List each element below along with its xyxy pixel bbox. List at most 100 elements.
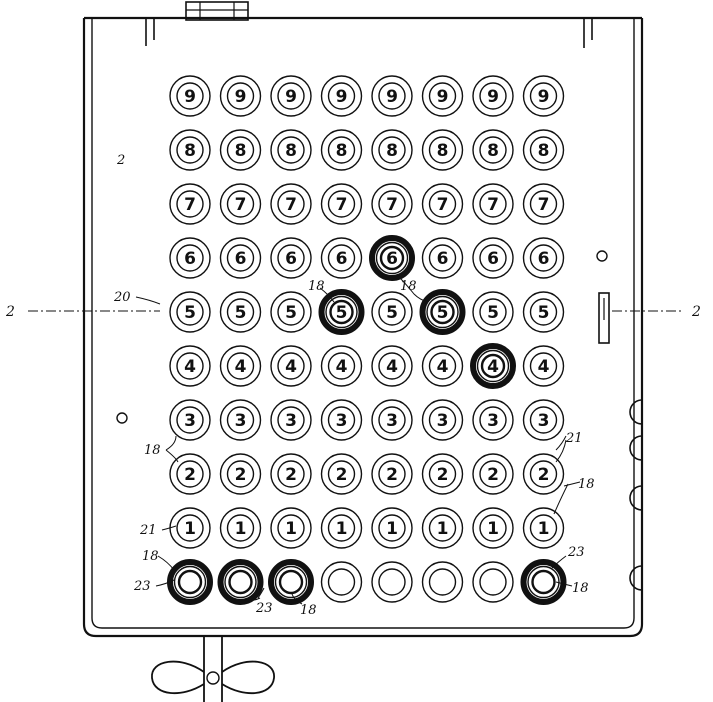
key-cap (327, 460, 356, 488)
key-digit: 6 (184, 249, 196, 269)
key-depressed-ring (325, 295, 358, 329)
key-cap (378, 136, 406, 164)
key-5-col-1: 5 (169, 291, 211, 333)
blank-key-col-1 (167, 559, 213, 605)
key-ref-label-d: 18 (578, 477, 595, 492)
key-digit: 9 (184, 87, 196, 107)
key-digit: 6 (487, 249, 499, 269)
key-outer-ring (320, 237, 363, 279)
key-outer-ring (472, 399, 514, 441)
section-left-label: 2 (5, 304, 15, 320)
key-1-col-2: 1 (219, 507, 262, 549)
key-2-col-4: 2 (320, 453, 363, 495)
key-digit: 3 (386, 411, 398, 431)
key-outer-ring (169, 183, 211, 225)
key-digit: 4 (437, 357, 449, 377)
key-cap (277, 514, 305, 542)
blank-key-col-8 (520, 559, 567, 605)
key-cap (226, 460, 255, 488)
key-outer-ring (421, 237, 464, 279)
ring-bezel-label-b: 23 (255, 601, 273, 616)
key-outer-ring (371, 75, 413, 117)
key-cap (529, 82, 558, 110)
ring-ref-label-b: 21 (139, 523, 157, 538)
key-outer-ring (421, 561, 464, 603)
key-cap (378, 82, 406, 110)
key-3-col-8: 3 (522, 399, 565, 441)
key-ref-label-a: 18 (308, 279, 325, 294)
key-cap (278, 569, 304, 595)
key-outer-ring (522, 345, 565, 387)
key-outer-ring (472, 75, 514, 117)
key-cap (428, 82, 457, 110)
key-outer-ring (169, 237, 211, 279)
key-outer-ring (522, 237, 565, 279)
key-7-col-6: 7 (421, 183, 464, 225)
key-outer-ring (421, 129, 464, 171)
key-digit: 3 (184, 411, 196, 431)
key-cap (529, 298, 558, 326)
key-digit: 5 (437, 303, 449, 323)
key-3-col-2: 3 (219, 399, 262, 441)
key-outer-ring (270, 129, 312, 171)
key-outer-ring (472, 183, 514, 225)
key-outer-ring (371, 129, 413, 171)
key-cap (378, 568, 406, 596)
key-cap (378, 190, 406, 218)
key-digit: 2 (336, 465, 348, 485)
key-outer-ring (472, 237, 514, 279)
key-9-col-1: 9 (169, 75, 211, 117)
key-3-col-1: 3 (169, 399, 211, 441)
key-8-col-2: 8 (219, 129, 262, 171)
key-digit: 8 (336, 141, 348, 161)
key-cap (277, 244, 305, 272)
key-8-col-8: 8 (522, 129, 565, 171)
key-outer-ring (421, 453, 464, 495)
key-5-col-5: 5 (371, 291, 413, 333)
key-depressed-ring (426, 295, 459, 329)
key-digit: 3 (285, 411, 297, 431)
side-slot (598, 292, 610, 344)
key-cap (327, 352, 356, 380)
key-cap (430, 299, 455, 325)
key-cap (529, 190, 558, 218)
key-3-col-5: 3 (371, 399, 413, 441)
key-5-col-2: 5 (219, 291, 262, 333)
key-outer-ring (522, 129, 565, 171)
key-outer-ring (270, 453, 312, 495)
key-6-col-3: 6 (270, 237, 312, 279)
key-outer-ring (520, 559, 567, 605)
key-2-col-2: 2 (219, 453, 262, 495)
key-cap (378, 298, 406, 326)
key-depressed-ring (476, 349, 510, 383)
blank-key-col-6 (421, 561, 464, 603)
key-cap (176, 136, 204, 164)
key-digit: 7 (184, 195, 196, 215)
key-cap (226, 406, 255, 434)
blank-key-col-2 (217, 559, 264, 605)
key-cap (277, 82, 305, 110)
key-outer-ring (320, 75, 363, 117)
top-clip (185, 1, 249, 21)
key-outer-ring (522, 453, 565, 495)
key-cap (226, 190, 255, 218)
key-cap (529, 514, 558, 542)
key-4-col-5: 4 (371, 345, 413, 387)
key-digit: 1 (487, 519, 499, 539)
key-outer-ring (371, 399, 413, 441)
key-cap (177, 569, 203, 595)
key-outer-ring (270, 399, 312, 441)
key-outer-ring (472, 561, 514, 603)
key-digit: 9 (487, 87, 499, 107)
key-7-col-7: 7 (472, 183, 514, 225)
key-9-col-5: 9 (371, 75, 413, 117)
key-cap (428, 406, 457, 434)
key-digit: 8 (184, 141, 196, 161)
key-digit: 6 (285, 249, 297, 269)
key-outer-ring (419, 289, 466, 335)
key-7-col-8: 7 (522, 183, 565, 225)
key-digit: 4 (184, 357, 196, 377)
key-digit: 7 (235, 195, 247, 215)
